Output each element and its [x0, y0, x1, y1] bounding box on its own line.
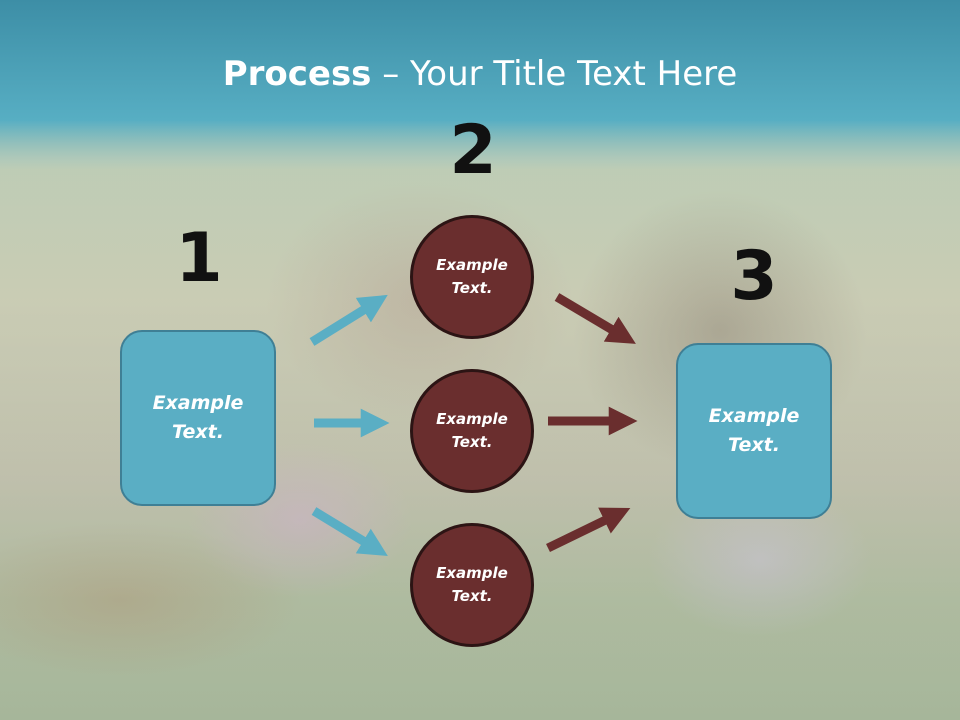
step-2-circle-top: Example Text. — [410, 215, 534, 339]
arrow-1-to-bottom — [311, 507, 388, 556]
step-3-box: Example Text. — [676, 343, 832, 519]
title-bold: Process — [222, 54, 372, 94]
step-2-circle-middle: Example Text. — [410, 369, 534, 493]
step-1-text: Example Text. — [152, 392, 244, 443]
arrow-1-to-top — [309, 294, 388, 346]
step-number-2: 2 — [449, 111, 497, 190]
slide-title: Process – Your Title Text Here — [0, 52, 960, 96]
step-number-3: 3 — [730, 237, 778, 316]
step-2-circle-bottom: Example Text. — [410, 523, 534, 647]
arrow-top-to-3 — [554, 293, 636, 344]
step-2-text-bottom: Example Text. — [436, 564, 508, 605]
arrow-bottom-to-3 — [546, 507, 631, 553]
step-1-box: Example Text. — [120, 330, 276, 506]
step-2-text-top: Example Text. — [436, 256, 508, 297]
step-number-1: 1 — [175, 219, 223, 298]
step-2-text-middle: Example Text. — [436, 410, 508, 451]
title-rest: – Your Title Text Here — [371, 54, 738, 94]
step-3-text: Example Text. — [708, 405, 800, 456]
